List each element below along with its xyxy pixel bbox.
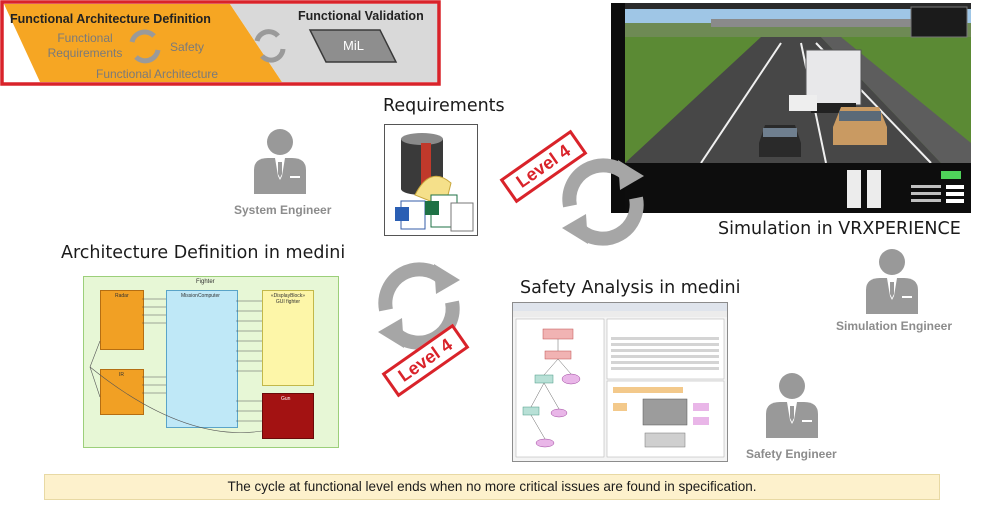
definition-phase-title: Functional Architecture Definition bbox=[10, 12, 211, 26]
driving-scene bbox=[625, 3, 971, 213]
footer-note: The cycle at functional level ends when … bbox=[44, 474, 940, 500]
mission-computer-block: MissionComputer bbox=[166, 290, 238, 428]
architecture-heading: Architecture Definition in medini bbox=[61, 243, 346, 263]
safety-analysis-heading: Safety Analysis in medini bbox=[520, 278, 741, 298]
ir-block: IR bbox=[100, 369, 144, 415]
requirements-database-icon bbox=[395, 133, 474, 232]
architecture-connectors bbox=[89, 298, 263, 433]
functional-requirements-label: Functional Requirements bbox=[47, 31, 123, 60]
safety-engineer-icon bbox=[766, 373, 818, 438]
simulation-screenshot bbox=[611, 3, 971, 213]
safety-label: Safety bbox=[170, 40, 205, 54]
radar-block: Radar bbox=[100, 290, 144, 350]
system-engineer-icon bbox=[254, 129, 306, 194]
definition-phase-shape bbox=[4, 4, 282, 82]
architecture-diagram-title: Fighter bbox=[196, 279, 215, 285]
simulation-heading: Simulation in VRXPERIENCE bbox=[718, 219, 961, 239]
system-engineer-label: System Engineer bbox=[234, 203, 332, 217]
architecture-diagram: Fighter Radar IR MissionComputer «Displa… bbox=[83, 276, 339, 448]
requirements-heading: Requirements bbox=[383, 96, 505, 116]
gui-block: «DisplayBlock» GUI fighter bbox=[262, 290, 314, 386]
safety-analysis-view bbox=[513, 303, 727, 458]
simulation-engineer-icon bbox=[866, 249, 918, 314]
functional-architecture-label: Functional Architecture bbox=[96, 67, 219, 81]
gun-block: Gun bbox=[262, 393, 314, 439]
validation-phase-title: Functional Validation bbox=[298, 9, 424, 23]
cycle-arrow-icon bbox=[129, 29, 161, 64]
requirements-image bbox=[384, 124, 478, 236]
safety-analysis-screenshot bbox=[512, 302, 728, 462]
mil-label: MiL bbox=[343, 38, 364, 53]
mil-shape bbox=[308, 29, 398, 63]
upper-cycle-arrow-icon bbox=[562, 158, 644, 246]
process-banner-shapes bbox=[0, 0, 441, 86]
banner-red-frame bbox=[0, 0, 441, 86]
process-banner: Functional Architecture Definition Funct… bbox=[0, 0, 442, 88]
safety-engineer-label: Safety Engineer bbox=[746, 447, 837, 461]
simulation-engineer-label: Simulation Engineer bbox=[836, 319, 953, 333]
cycle-arrow-icon bbox=[254, 29, 286, 63]
